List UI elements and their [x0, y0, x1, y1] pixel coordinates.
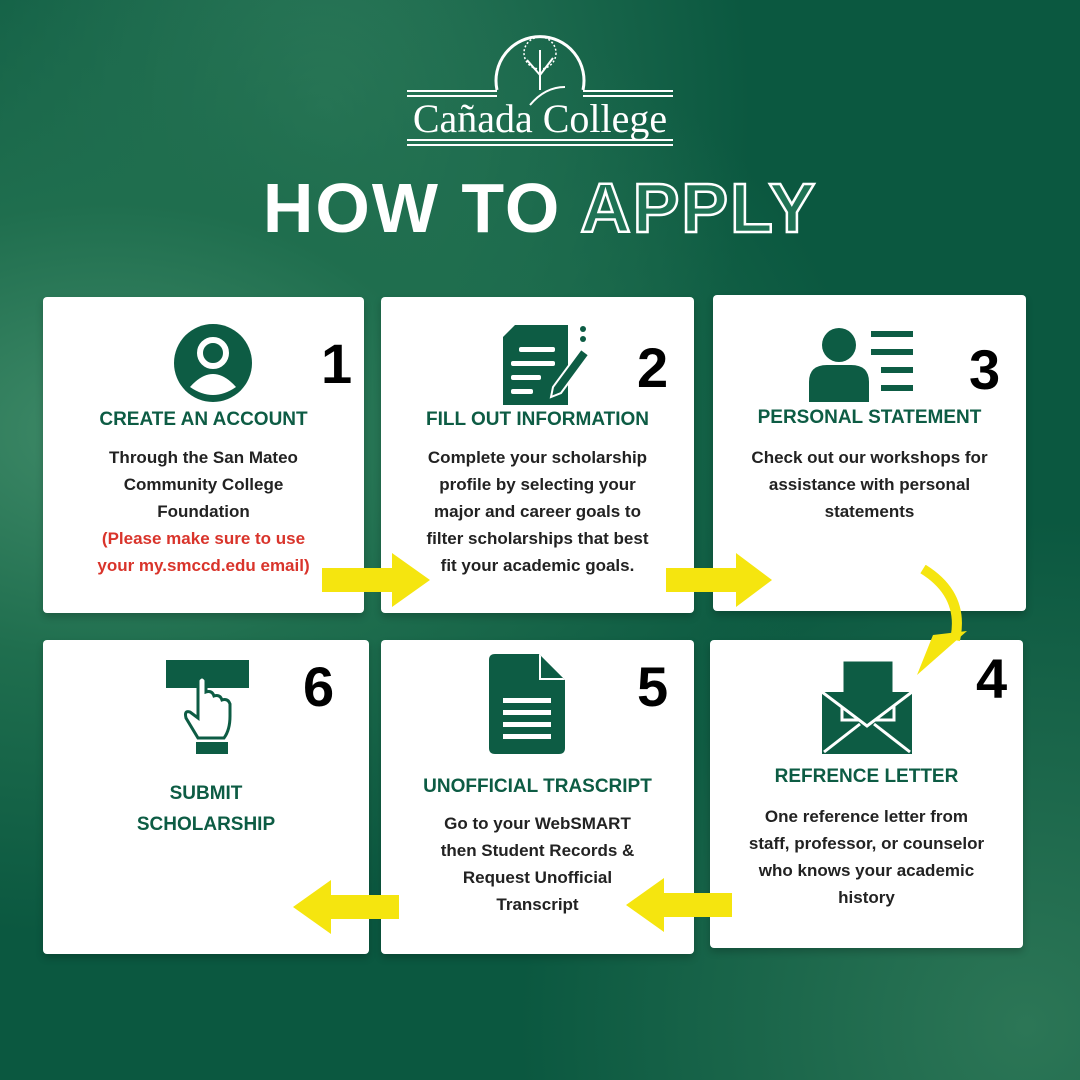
step-card-2: 2 FILL OUT INFORMATION Complete your sch…: [381, 297, 694, 613]
step-number: 6: [303, 655, 335, 718]
email-note: your my.smccd.edu email): [97, 556, 310, 575]
profile-list-icon: [809, 328, 913, 402]
arrow-right-icon: [666, 553, 772, 607]
arrow-left-icon: [293, 880, 399, 934]
envelope-letter-icon: [822, 660, 912, 754]
step-heading: REFRENCE LETTER: [774, 766, 959, 787]
step-card-1: 1 CREATE AN ACCOUNT Through the San Mate…: [43, 297, 364, 613]
step-heading: PERSONAL STATEMENT: [757, 407, 982, 428]
step-heading: CREATE AN ACCOUNT: [99, 409, 308, 430]
page-title: HOW TO APPLY: [0, 168, 1080, 249]
curved-arrow-down-icon: [917, 565, 967, 675]
tree-emblem-icon: [407, 35, 673, 146]
step-number: 5: [637, 655, 669, 718]
step-number: 2: [637, 336, 669, 399]
step-number: 3: [969, 338, 1001, 401]
canada-college-logo: Cañada College: [405, 25, 675, 150]
step-card-4: 4 REFRENCE LETTER One reference letter f…: [710, 640, 1023, 948]
title-part-2: APPLY: [579, 168, 818, 249]
arrow-left-icon: [626, 878, 732, 932]
step-number: 1: [321, 332, 353, 395]
click-button-icon: [166, 660, 249, 754]
step-card-3: 3 PERSONAL STATEMENT Check out our works…: [713, 295, 1026, 611]
user-icon: [174, 324, 252, 402]
document-icon: [489, 654, 565, 754]
title-part-1: HOW TO: [262, 169, 562, 247]
step-number: 4: [976, 647, 1008, 710]
step-heading: UNOFFICIAL TRASCRIPT: [423, 776, 652, 797]
logo-wordmark: Cañada College: [412, 96, 668, 141]
form-pencil-icon: [503, 325, 591, 405]
email-note: (Please make sure to use: [101, 529, 306, 548]
arrow-right-icon: [322, 553, 430, 607]
step-heading: FILL OUT INFORMATION: [425, 409, 650, 430]
